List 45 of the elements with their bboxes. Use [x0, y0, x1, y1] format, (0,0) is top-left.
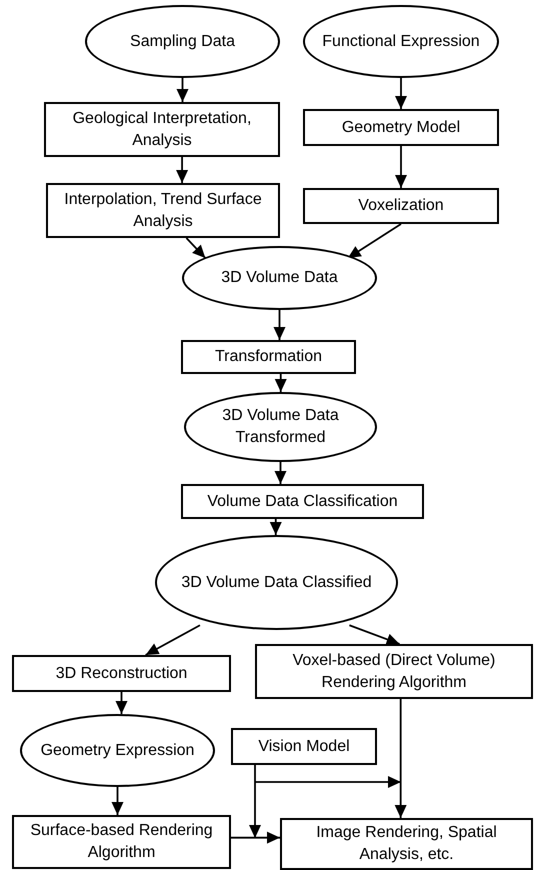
node-label: Geometry Expression: [40, 740, 194, 760]
process-box: [231, 728, 377, 765]
arrow: [176, 157, 188, 183]
node-label: Geological Interpretation, Analysis: [72, 108, 252, 150]
arrow: [231, 832, 280, 844]
process-box: [44, 102, 280, 157]
node-label: Geometry Model: [342, 118, 460, 138]
node-label: Transformation: [215, 347, 322, 367]
node-label: Volume Data Classification: [207, 492, 398, 512]
arrow: [274, 310, 286, 340]
node-label: 3D Volume Data Classified: [181, 572, 372, 592]
arrow: [176, 78, 188, 102]
arrow: [274, 462, 286, 484]
node-label: Voxel-based (Direct Volume) Rendering Algorithm: [292, 650, 496, 692]
node-label: Voxelization: [358, 196, 444, 216]
node-label: Interpolation, Trend Surface Analysis: [63, 190, 263, 232]
node-label: 3D Volume Data: [221, 268, 338, 288]
branching-arrow: [249, 765, 401, 838]
arrow: [145, 624, 200, 656]
arrow: [395, 78, 407, 109]
arrow: [349, 624, 400, 646]
arrow: [347, 223, 402, 259]
arrow: [112, 787, 124, 815]
arrow: [186, 237, 206, 259]
node-label: Functional Expression: [322, 32, 480, 52]
process-box: [280, 818, 533, 870]
node-label: Vision Model: [258, 736, 350, 756]
arrow: [274, 374, 287, 392]
node-label: Image Rendering, Spatial Analysis, etc.: [315, 823, 498, 865]
process-box: [46, 183, 280, 238]
arrow: [395, 146, 407, 188]
process-box: [303, 109, 499, 146]
process-box: [303, 188, 499, 224]
node-label: 3D Volume Data Transformed: [221, 406, 340, 448]
process-box: [12, 655, 231, 692]
arrow: [116, 692, 128, 714]
node-label: Surface-based Rendering Algorithm: [29, 821, 214, 863]
node-label: Sampling Data: [130, 32, 235, 52]
process-box: [12, 815, 231, 869]
process-box: [255, 644, 533, 699]
node-label: 3D Reconstruction: [56, 664, 188, 684]
process-box: [181, 340, 356, 374]
process-box: [181, 484, 424, 519]
arrow: [394, 699, 407, 818]
arrow: [270, 519, 282, 535]
